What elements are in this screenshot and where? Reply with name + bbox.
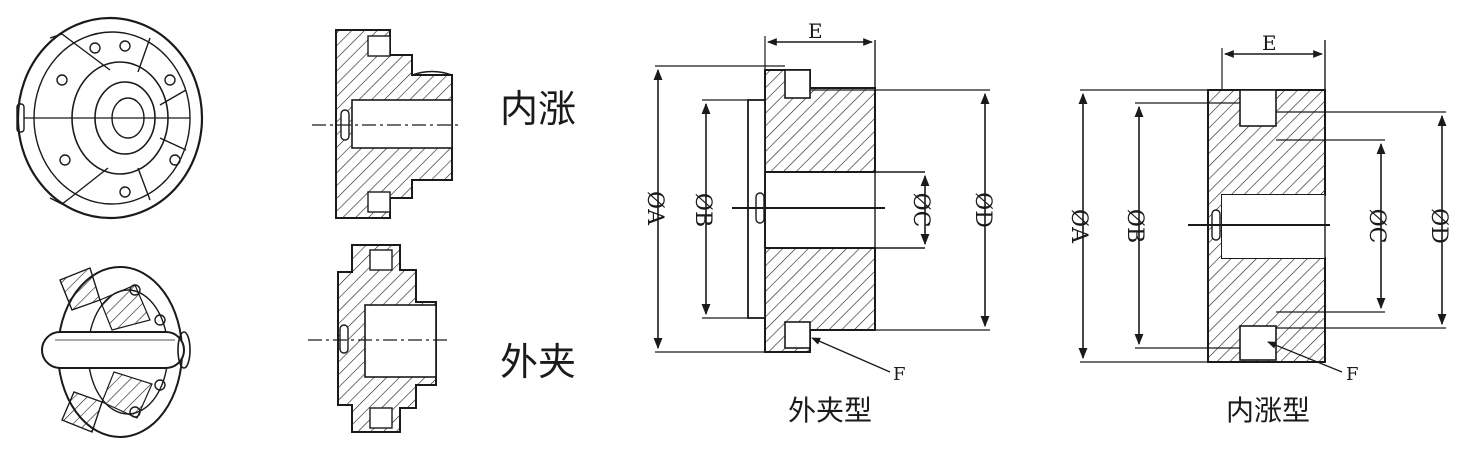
inner-dim-e: E	[1262, 31, 1277, 55]
section-clamp	[308, 244, 450, 433]
label-expand: 内涨	[500, 87, 576, 131]
outer-dim-c: ØC	[908, 193, 933, 228]
inner-expand-drawing	[1078, 40, 1447, 373]
inner-dim-b: ØB	[1122, 209, 1147, 243]
section-expand	[312, 29, 462, 219]
label-clamp: 外夹	[500, 340, 576, 384]
inner-dim-c: ØC	[1364, 209, 1389, 244]
outer-clamp-drawing	[653, 36, 990, 373]
outer-dim-a: ØA	[642, 191, 667, 226]
outer-dim-e: E	[808, 19, 823, 43]
inner-dim-d: ØD	[1426, 208, 1451, 244]
outer-dim-d: ØD	[970, 192, 995, 228]
outer-type-caption: 外夹型	[788, 394, 872, 427]
chuck-3d-expand	[16, 16, 204, 220]
inner-dim-f: F	[1346, 364, 1359, 385]
outer-dim-f: F	[893, 364, 906, 385]
outer-dim-b: ØB	[690, 193, 715, 227]
inner-dim-a: ØA	[1066, 209, 1091, 244]
inner-type-caption: 内涨型	[1226, 394, 1310, 427]
chuck-3d-clamp	[41, 266, 191, 438]
